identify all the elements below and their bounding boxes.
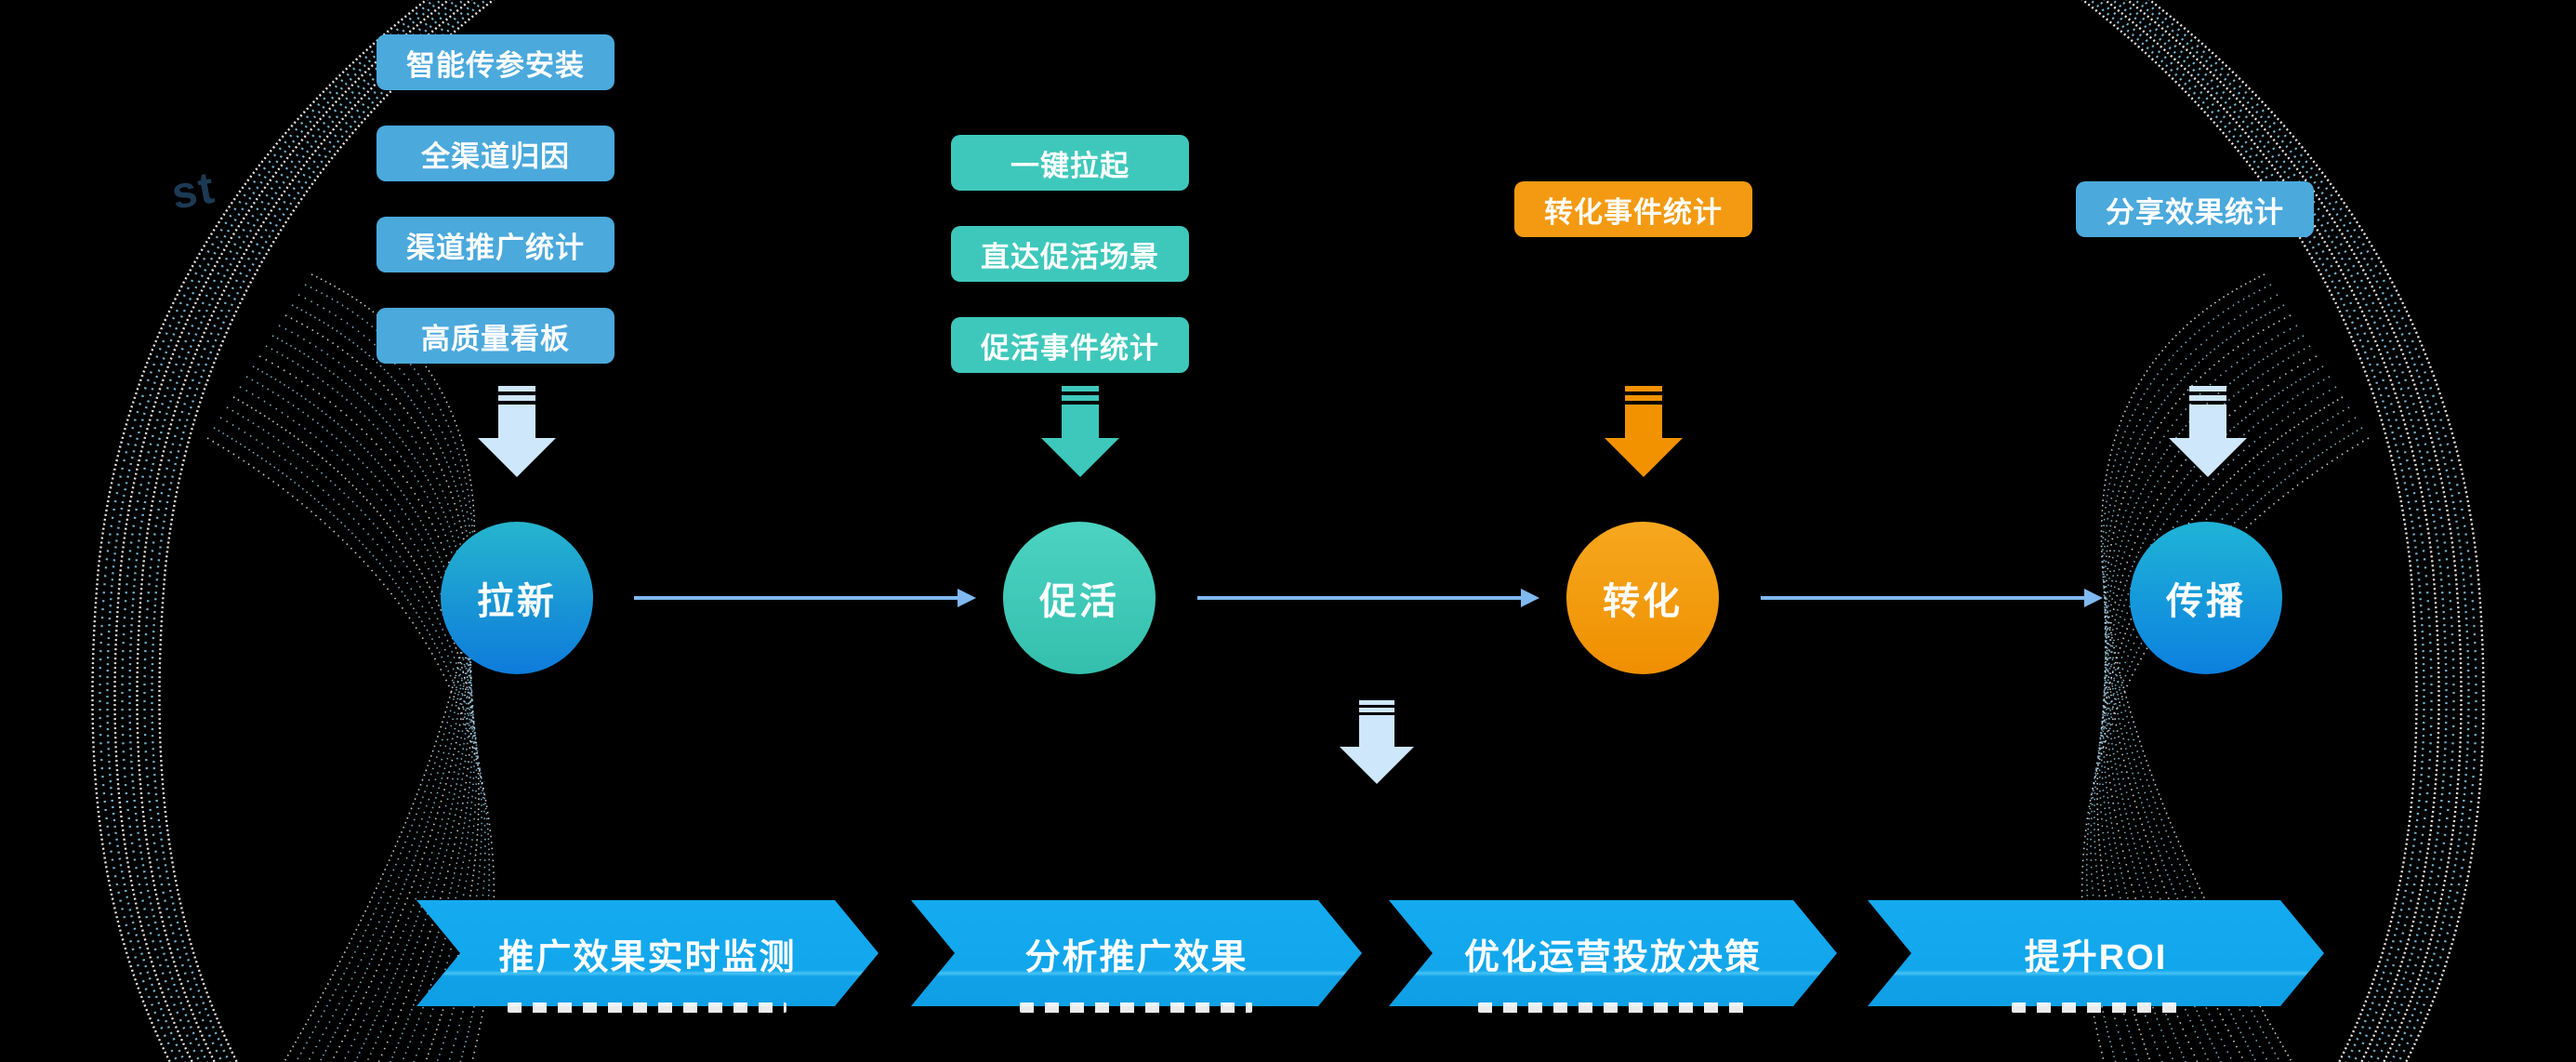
flow-arrow-icon xyxy=(634,589,976,607)
feature-column-conversion: 转化事件统计 xyxy=(1514,181,1752,237)
banner-step-roi: 提升ROI xyxy=(1868,900,2324,1006)
arrow-shaft xyxy=(498,405,535,438)
arrow-head xyxy=(478,438,556,477)
arrow-head xyxy=(1340,747,1414,784)
clipped-text-fragment xyxy=(1478,1002,1748,1013)
feature-box: 智能传参安装 xyxy=(376,34,614,90)
feature-box: 促活事件统计 xyxy=(951,317,1189,373)
down-arrow-icon xyxy=(1340,700,1414,784)
feature-box: 分享效果统计 xyxy=(2076,181,2314,237)
down-arrow-icon xyxy=(1605,386,1683,477)
arrow-bar xyxy=(1062,386,1099,392)
feature-box: 直达促活场景 xyxy=(951,226,1189,282)
arrow-shaft xyxy=(1062,405,1099,438)
arrow-bar xyxy=(2189,386,2226,392)
background-watermark-text: st xyxy=(167,163,219,219)
arrow-bar xyxy=(1359,700,1394,705)
arrow-head xyxy=(2169,438,2247,477)
arrow-head xyxy=(1041,438,1119,477)
down-arrow-icon xyxy=(1041,386,1119,477)
clipped-text-fragment xyxy=(508,1002,786,1013)
arrow-bar xyxy=(1625,395,1662,401)
feature-box: 转化事件统计 xyxy=(1514,181,1752,237)
banner-step-optimization: 优化运营投放决策 xyxy=(1389,900,1837,1006)
down-arrow-icon xyxy=(2169,386,2247,477)
arrow-shaft xyxy=(1359,715,1394,747)
feature-column-activation: 一键拉起 直达促活场景 促活事件统计 xyxy=(951,135,1189,373)
arrow-bar xyxy=(1062,395,1099,401)
feature-box: 渠道推广统计 xyxy=(376,217,614,272)
feature-box: 一键拉起 xyxy=(951,135,1189,191)
feature-column-acquisition: 智能传参安装 全渠道归因 渠道推广统计 高质量看板 xyxy=(376,34,614,364)
flow-arrow-icon xyxy=(1197,589,1539,607)
arrow-shaft xyxy=(2189,405,2226,438)
banner-step-analysis: 分析推广效果 xyxy=(911,900,1362,1006)
arrow-bar xyxy=(498,395,535,401)
arrow-shaft xyxy=(1625,405,1662,438)
feature-column-spread: 分享效果统计 xyxy=(2076,181,2314,237)
arrow-bar xyxy=(498,386,535,392)
stage-circle-acquisition: 拉新 xyxy=(441,522,593,674)
flow-arrow-icon xyxy=(1761,589,2103,607)
feature-box: 高质量看板 xyxy=(376,308,614,364)
feature-box: 全渠道归因 xyxy=(376,126,614,181)
stage-circle-activation: 促活 xyxy=(1003,522,1156,674)
clipped-text-fragment xyxy=(1020,1002,1252,1013)
clipped-text-fragment xyxy=(2012,1002,2179,1013)
arrow-bar xyxy=(2189,395,2226,401)
arrow-bar xyxy=(1359,708,1394,712)
down-arrow-icon xyxy=(478,386,556,477)
stage-circle-conversion: 转化 xyxy=(1566,522,1719,674)
banner-step-monitoring: 推广效果实时监测 xyxy=(416,900,878,1006)
arrow-bar xyxy=(1625,386,1662,392)
arrow-head xyxy=(1605,438,1683,477)
stage-circle-spread: 传播 xyxy=(2130,522,2282,674)
